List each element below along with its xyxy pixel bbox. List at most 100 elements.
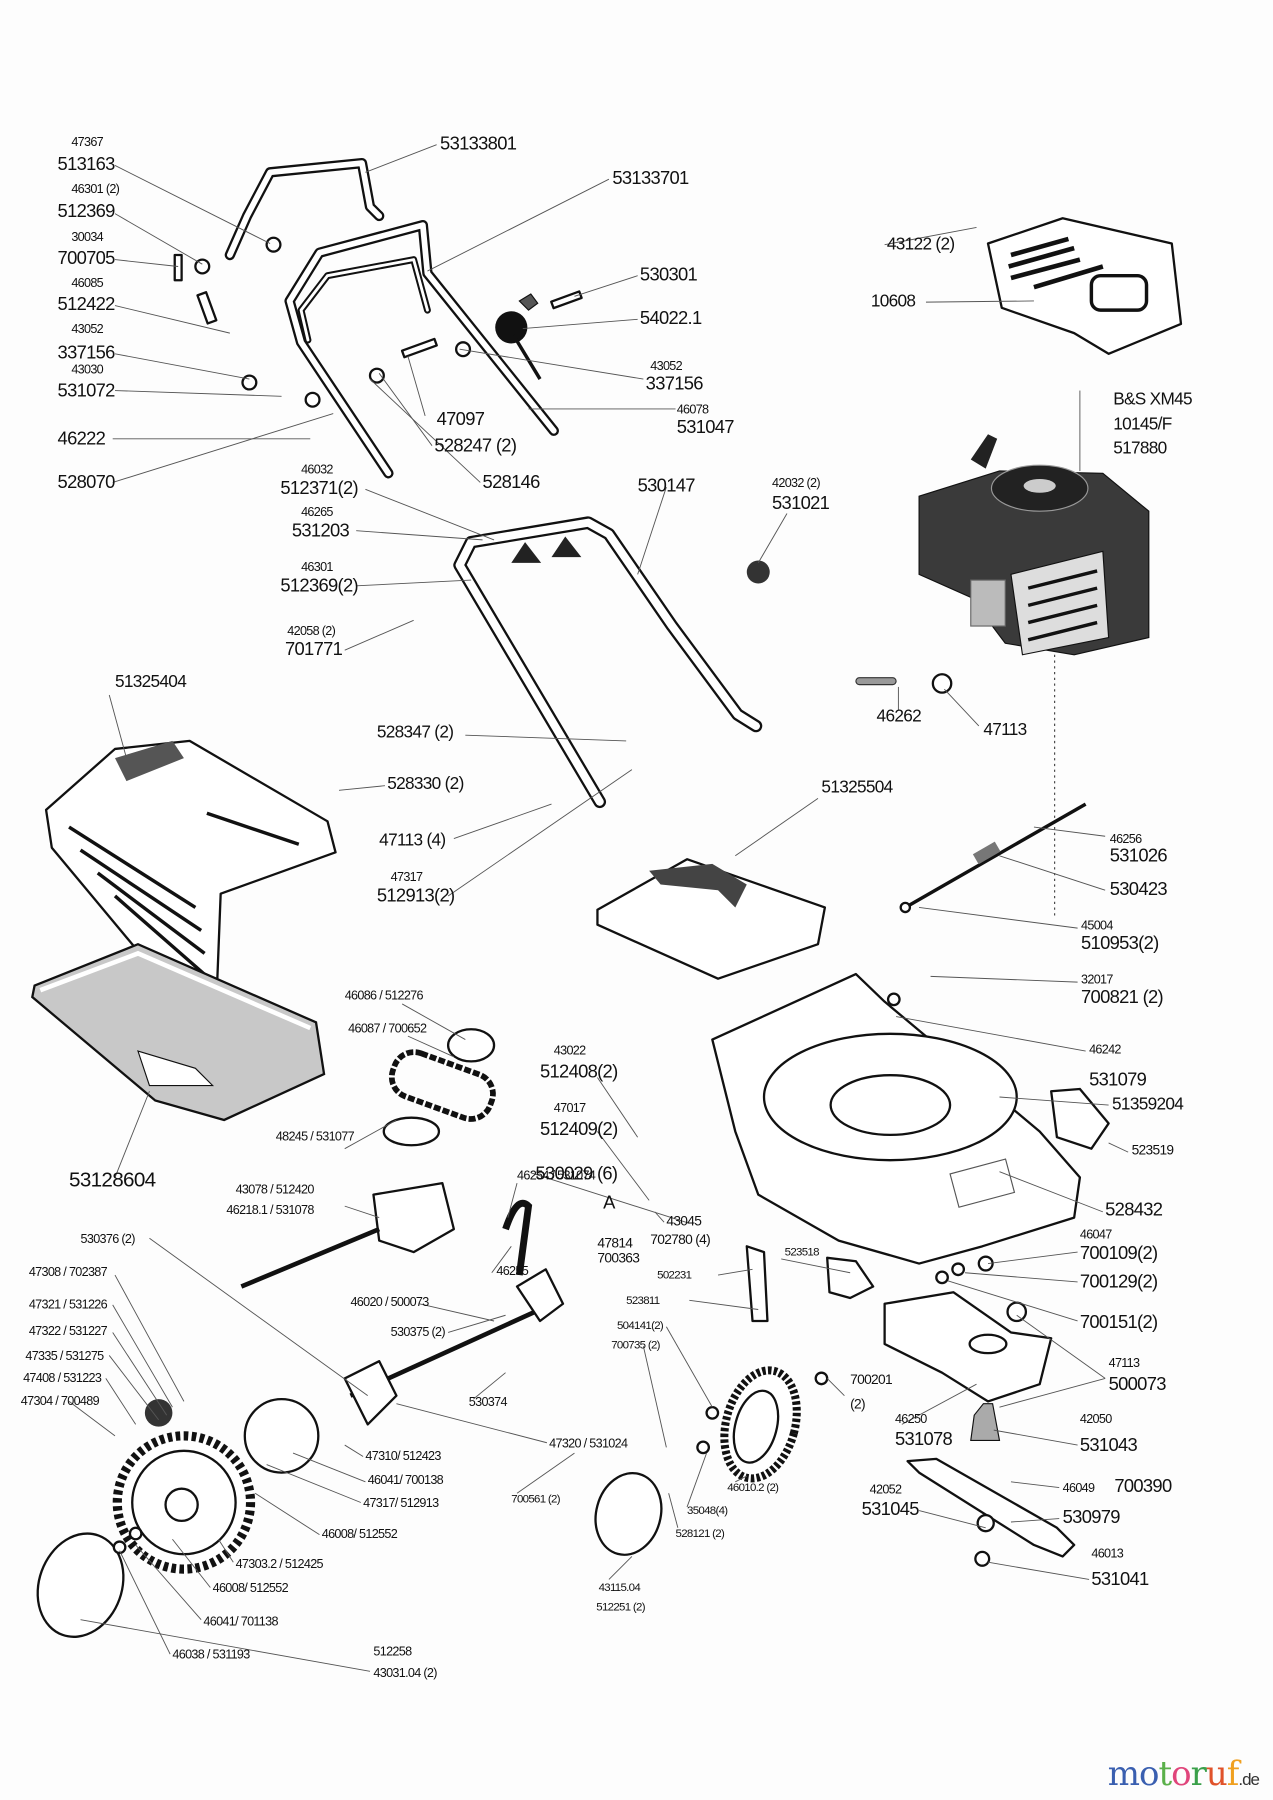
- leader-line: [135, 1544, 202, 1620]
- part-label: 531043: [1080, 1434, 1138, 1455]
- leader-line: [254, 1492, 320, 1536]
- leader-line: [993, 1429, 1078, 1446]
- part-label: 528432: [1105, 1198, 1163, 1219]
- engine: [918, 434, 1150, 656]
- part-label: 523519: [1132, 1142, 1174, 1157]
- part-label: 531041: [1091, 1568, 1149, 1589]
- part-label: 700201: [850, 1372, 892, 1387]
- part-label: 512369(2): [280, 575, 358, 596]
- leader-lines: [68, 144, 1129, 1672]
- part-label: 46078: [677, 403, 709, 417]
- logo-tld: .de: [1238, 1770, 1260, 1789]
- logo-letter: f: [1226, 1754, 1240, 1794]
- leader-line: [112, 1332, 168, 1416]
- part-label: 47317/ 512913: [363, 1496, 439, 1510]
- part-label: 512251 (2): [596, 1601, 645, 1613]
- leader-line: [1010, 1481, 1060, 1489]
- leader-line: [344, 1205, 380, 1219]
- part-label: 528070: [58, 471, 116, 492]
- leader-line: [108, 1355, 160, 1421]
- part-label: 46047: [1080, 1227, 1112, 1241]
- leader-line: [689, 1299, 759, 1310]
- part-label: 43122 (2): [887, 233, 955, 253]
- part-label: 523518: [785, 1247, 819, 1259]
- part-label: 528146: [483, 471, 541, 492]
- leader-line: [507, 1183, 518, 1218]
- leader-line: [901, 1383, 977, 1425]
- part-label: 43045: [666, 1214, 702, 1229]
- leader-line: [686, 1452, 708, 1508]
- leader-line: [114, 1274, 185, 1402]
- part-label: 700705: [58, 247, 116, 268]
- part-label: 43031.04 (2): [373, 1666, 437, 1680]
- leader-line: [344, 1444, 364, 1457]
- part-label: 42032 (2): [772, 476, 820, 490]
- part-label: 46008/ 512552: [322, 1527, 398, 1541]
- leader-line: [654, 1211, 665, 1223]
- part-label: 337156: [58, 341, 116, 362]
- part-label: 46218.1 / 531078: [226, 1203, 314, 1217]
- part-label: 43030: [71, 362, 103, 376]
- logo-brand: motoruf: [1108, 1754, 1240, 1794]
- part-label: 54022.1: [640, 307, 702, 328]
- part-label: 46086 / 512276: [345, 988, 424, 1002]
- leader-line: [447, 769, 633, 897]
- part-label: 512913(2): [377, 885, 455, 906]
- part-label: 512371(2): [280, 477, 358, 498]
- part-label: 512422: [58, 293, 116, 314]
- leader-line: [608, 1556, 633, 1580]
- leader-line: [999, 1377, 1106, 1408]
- leader-line: [574, 275, 638, 297]
- leader-line: [378, 373, 433, 446]
- part-label: 512408(2): [540, 1060, 618, 1081]
- part-label: 47367: [71, 135, 103, 149]
- leader-line: [114, 213, 203, 265]
- leader-line: [217, 1538, 234, 1563]
- leader-line: [918, 1510, 986, 1529]
- part-label: 51325504: [821, 777, 893, 797]
- part-label: 46010.2 (2): [727, 1482, 779, 1494]
- part-label: 46020 / 500073: [350, 1295, 429, 1309]
- leader-line: [114, 390, 282, 397]
- part-label: 512409(2): [540, 1118, 618, 1139]
- leader-line: [114, 353, 250, 380]
- part-label: 500073: [1109, 1373, 1167, 1394]
- front-wheel: [594, 1245, 875, 1556]
- part-label: 530375 (2): [391, 1325, 446, 1339]
- leader-line: [407, 1035, 455, 1058]
- rear-wheel: [36, 1397, 320, 1638]
- leader-line: [491, 1246, 512, 1274]
- part-label: 531047: [677, 416, 735, 437]
- leader-line: [999, 1096, 1109, 1106]
- grass-bag: [31, 942, 326, 1122]
- part-label: 47320 / 531024: [549, 1436, 628, 1450]
- part-label: 513163: [58, 153, 116, 174]
- part-label: B&S XM45: [1113, 388, 1192, 408]
- part-label: 702780 (4): [650, 1232, 710, 1247]
- part-label: 530374: [469, 1395, 508, 1409]
- leader-line: [68, 1401, 116, 1437]
- part-label: 502231: [657, 1269, 691, 1281]
- part-label: 46049: [1063, 1481, 1095, 1495]
- part-label: 47321 / 531226: [29, 1297, 108, 1311]
- part-label: 46222: [58, 428, 106, 449]
- leader-line: [964, 1272, 1078, 1283]
- logo-letter: o: [1171, 1754, 1192, 1794]
- leader-line: [356, 579, 472, 587]
- part-label: 530376 (2): [81, 1232, 136, 1246]
- part-label: 517880: [1113, 438, 1166, 458]
- leader-line: [80, 1619, 371, 1672]
- part-label: 531045: [862, 1498, 920, 1519]
- motoruf-watermark: motoruf.de: [1108, 1754, 1260, 1794]
- part-label: 46013: [1091, 1547, 1123, 1561]
- leader-line: [369, 378, 481, 483]
- leader-line: [757, 513, 788, 564]
- part-label: 53133801: [440, 132, 517, 153]
- rear-flap: [596, 858, 827, 980]
- engine-cover: [986, 217, 1183, 355]
- part-label: 46254 / 531074: [517, 1169, 596, 1183]
- part-label: 43052: [71, 322, 103, 336]
- part-label: 46265: [301, 505, 333, 519]
- leader-line: [114, 165, 271, 244]
- leader-line: [925, 300, 1034, 303]
